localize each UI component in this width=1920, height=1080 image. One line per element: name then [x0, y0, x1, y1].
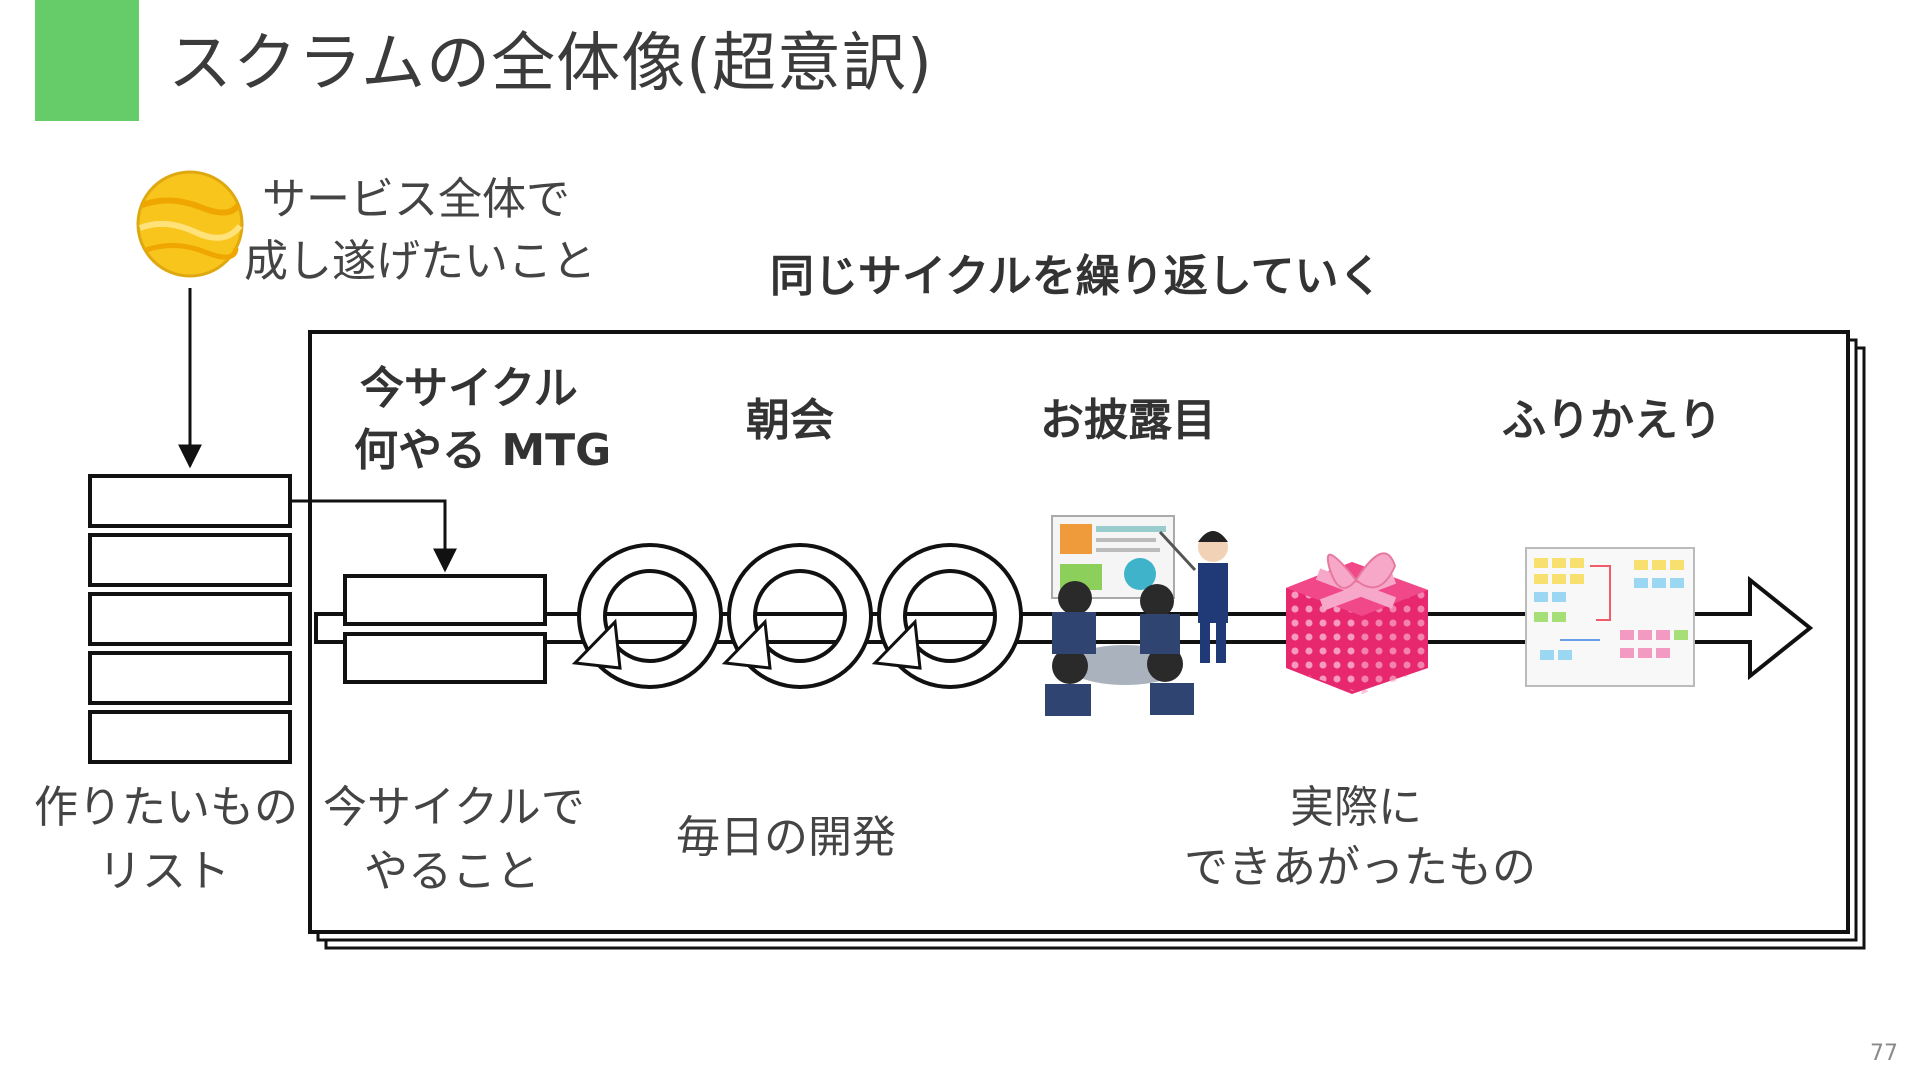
sprint-backlog-label-line2: やること	[364, 846, 540, 897]
cycle-heading: 同じサイクルを繰り返していく	[770, 251, 1383, 302]
daily-standup-label: 朝会	[746, 395, 834, 446]
increment-label-line1: 実際に	[1290, 782, 1422, 833]
vision-label-line2: 成し遂げたいこと	[244, 236, 596, 287]
sprint-backlog-label-line1: 今サイクルで	[323, 782, 585, 833]
retrospective-label: ふりかえり	[1502, 395, 1722, 446]
daily-loop-arrowheads	[571, 618, 922, 670]
daily-loop-icons	[577, 543, 1023, 689]
planet-icon	[136, 170, 244, 278]
review-label: お披露目	[1040, 395, 1216, 446]
planning-label-line2: 何やる MTG	[354, 425, 612, 476]
sprint-backlog-stack	[343, 574, 547, 684]
daily-dev-label: 毎日の開発	[676, 812, 896, 863]
gift-box-icon	[1286, 552, 1428, 694]
backlog-label-line1: 作りたいもの	[34, 782, 298, 833]
page-number: 77	[1870, 1041, 1898, 1066]
backlog-label-line2: リスト	[98, 846, 230, 897]
planning-label-line1: 今サイクル	[360, 363, 578, 414]
sticky-note-board-illustration	[1525, 547, 1695, 687]
planning-arrow	[290, 499, 457, 573]
vision-label-line1: サービス全体で	[262, 174, 570, 225]
increment-label-line2: できあがったもの	[1184, 842, 1536, 893]
presentation-meeting-illustration	[1045, 515, 1228, 716]
title-accent-bar	[35, 0, 139, 121]
product-backlog-stack	[88, 474, 292, 764]
slide-title: スクラムの全体像(超意訳)	[168, 27, 934, 101]
